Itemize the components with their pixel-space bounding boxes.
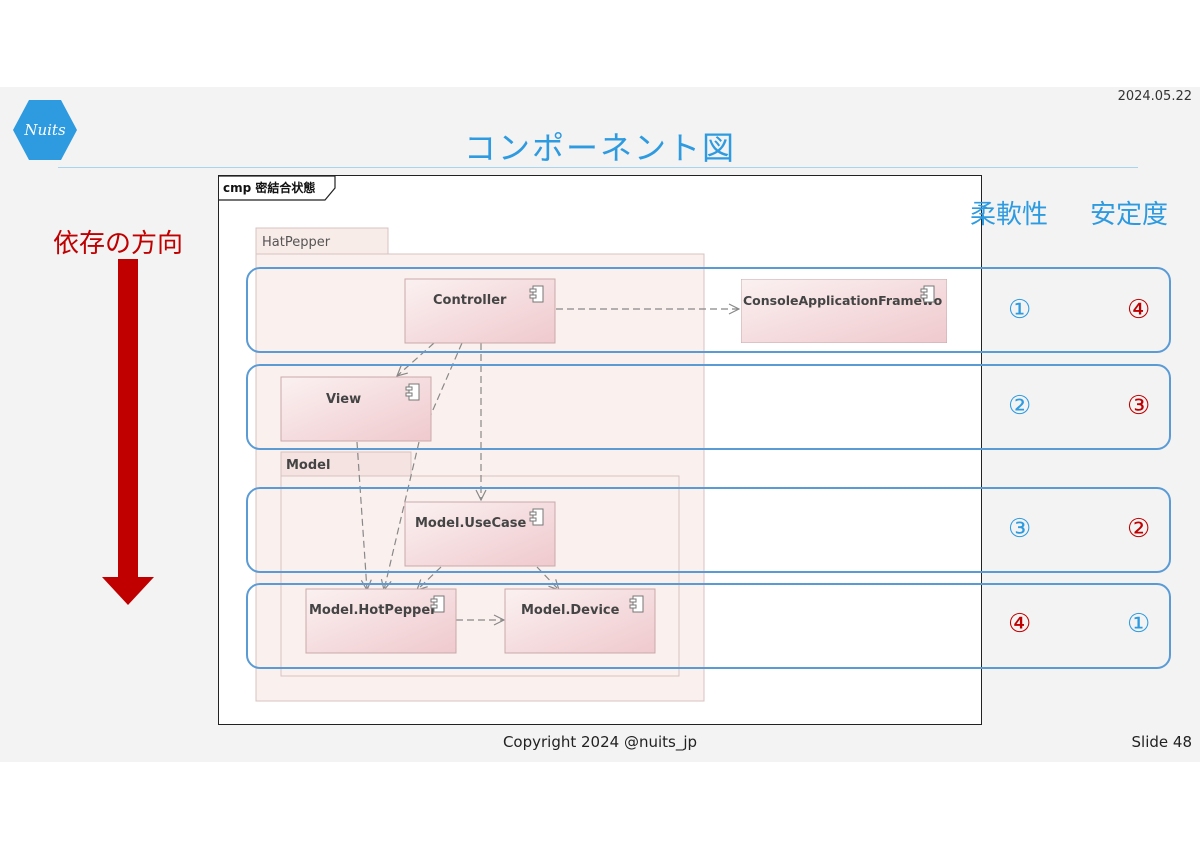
component-icon <box>629 595 644 613</box>
package-label-model: Model <box>286 458 330 473</box>
component-label-hotpepper: Model.HotPepper <box>309 603 437 618</box>
dep-controller-view <box>397 342 435 376</box>
layer-band-1 <box>246 267 1171 353</box>
flexibility-value-row-1: ① <box>1008 295 1032 325</box>
stability-value-row-1: ④ <box>1127 295 1151 325</box>
frame-tab <box>219 176 336 201</box>
logo-text: Nuits <box>23 121 66 139</box>
component-label-view: View <box>326 392 361 407</box>
flexibility-value-row-4: ④ <box>1008 609 1032 639</box>
column-header-flexibility: 柔軟性 <box>970 200 1049 230</box>
diagram-canvas: cmp 密結合状態 HatPepper Model <box>219 176 947 702</box>
dep-usecase-device <box>536 566 559 590</box>
nuits-logo: Nuits <box>13 100 77 160</box>
component-hotpepper: Model.HotPepper <box>305 588 457 654</box>
slide-number: Slide 48 <box>1131 733 1192 751</box>
page-title: コンポーネント図 <box>463 129 736 167</box>
flexibility-value-row-2: ② <box>1008 391 1032 421</box>
component-icon <box>430 595 445 613</box>
component-label-usecase: Model.UseCase <box>415 516 527 531</box>
title-divider <box>58 167 1138 168</box>
slide: 2024.05.22 Nuits コンポーネント図 依存の方向 cmp 密結合状… <box>0 87 1200 762</box>
component-diagram: cmp 密結合状態 HatPepper Model <box>218 175 982 725</box>
package-tab-hatpepper <box>255 227 389 255</box>
column-header-stability: 安定度 <box>1090 200 1169 230</box>
flexibility-value-row-3: ③ <box>1008 514 1032 544</box>
component-icon <box>529 508 544 526</box>
component-usecase: Model.UseCase <box>404 501 556 567</box>
component-icon <box>529 285 544 303</box>
component-icon <box>920 285 935 303</box>
component-label-device: Model.Device <box>521 603 620 618</box>
stability-value-row-3: ② <box>1127 514 1151 544</box>
stability-value-row-4: ① <box>1127 609 1151 639</box>
component-icon <box>405 383 420 401</box>
dep-controller-hotpepper-b <box>384 441 420 590</box>
dependency-direction-label: 依存の方向 <box>53 229 184 259</box>
layer-band-2 <box>246 364 1171 450</box>
component-label-console: ConsoleApplicationFramewo <box>743 293 943 308</box>
down-arrow-icon <box>102 259 154 605</box>
layer-band-3 <box>246 487 1171 573</box>
component-device: Model.Device <box>504 588 656 654</box>
component-label-controller: Controller <box>433 293 507 308</box>
component-console-framework: ConsoleApplicationFramewo <box>741 279 947 343</box>
dep-view-hotpepper <box>356 441 367 590</box>
layer-band-4 <box>246 583 1171 669</box>
copyright-text: Copyright 2024 @nuits_jp <box>502 733 698 751</box>
component-controller: Controller <box>404 278 556 344</box>
component-view: View <box>280 376 432 442</box>
dep-usecase-hotpepper <box>417 566 442 590</box>
frame-title: cmp 密結合状態 <box>223 180 315 195</box>
date-label: 2024.05.22 <box>1117 89 1192 104</box>
package-label-hatpepper: HatPepper <box>262 235 331 250</box>
stability-value-row-2: ③ <box>1127 391 1151 421</box>
